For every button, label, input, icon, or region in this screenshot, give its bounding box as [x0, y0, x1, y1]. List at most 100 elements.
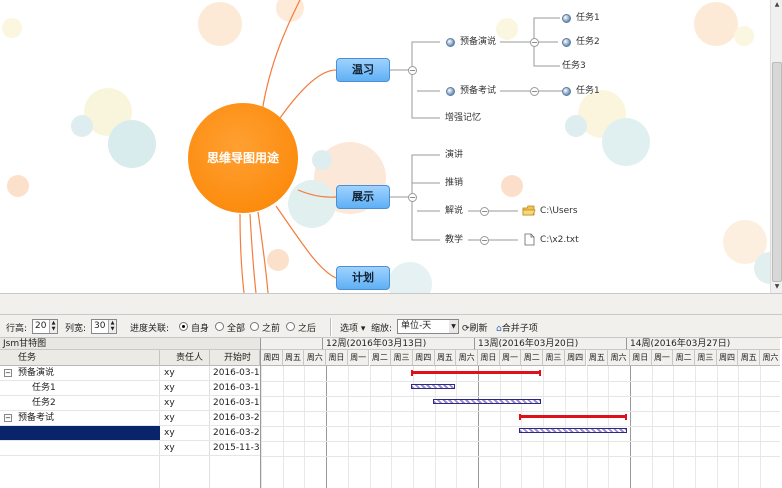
- collapse-toggle-teach[interactable]: −: [480, 236, 489, 245]
- topic-speech[interactable]: 预备演说: [460, 37, 497, 47]
- task-bullet-icon: [446, 87, 455, 96]
- subtopic-task1[interactable]: 任务1: [576, 13, 600, 23]
- collapse-toggle-show[interactable]: −: [408, 193, 417, 202]
- day-header-cell: 周三: [391, 350, 413, 366]
- task-bar-exam-task1[interactable]: [519, 428, 627, 433]
- task-cell: 预备演说: [18, 368, 55, 378]
- branch-node-plan[interactable]: 计划: [336, 266, 390, 290]
- table-row[interactable]: xy 2015-11-30: [0, 441, 265, 456]
- zoom-label: 缩放:: [371, 324, 393, 334]
- radio-self-label: 自身: [191, 324, 210, 334]
- scroll-up-arrow[interactable]: ▲: [774, 1, 780, 8]
- day-header-cell: 周二: [521, 350, 544, 366]
- topic-teach[interactable]: 教学: [445, 235, 464, 245]
- options-menu[interactable]: 选项 ▾: [340, 324, 366, 334]
- summary-bar-exam[interactable]: [519, 414, 627, 420]
- topic-sales[interactable]: 推销: [445, 178, 464, 188]
- spinner-arrows-icon[interactable]: ▲▼: [108, 320, 116, 333]
- start-cell: 2016-03-21: [213, 413, 266, 423]
- task-cell: 任务1: [32, 383, 56, 393]
- table-row-selected[interactable]: 任务1 xy 2016-03-2: [0, 426, 260, 441]
- week-header-empty: [261, 338, 323, 350]
- mindmap-connectors: [2, 0, 770, 293]
- zoom-select[interactable]: 单位-天 ▼: [397, 319, 459, 334]
- mindmap-root-node[interactable]: 思维导图用途: [188, 103, 298, 213]
- day-header-cell: 周六: [304, 350, 327, 366]
- options-label: 选项: [340, 324, 359, 334]
- spinner-arrows-icon[interactable]: ▲▼: [49, 320, 57, 333]
- day-gridline: [347, 366, 349, 488]
- topic-memory[interactable]: 增强记忆: [445, 113, 482, 123]
- day-gridline: [499, 366, 501, 488]
- background-bubbles: [2, 0, 770, 293]
- collapse-toggle-review[interactable]: −: [408, 66, 417, 75]
- refresh-button[interactable]: ⟳刷新: [462, 321, 488, 334]
- subtopic-task3[interactable]: 任务3: [562, 61, 586, 71]
- refresh-icon: ⟳: [462, 324, 470, 334]
- attachment-path-users[interactable]: C:\Users: [540, 206, 578, 216]
- toolbar-separator: [330, 318, 332, 336]
- col-width-spinner[interactable]: 30▲▼: [91, 319, 117, 334]
- summary-bar-speech[interactable]: [411, 370, 541, 376]
- column-header-owner[interactable]: 责任人: [160, 350, 210, 366]
- day-header-cell: 周五: [282, 350, 305, 366]
- scroll-down-arrow[interactable]: ▼: [774, 283, 780, 290]
- collapse-toggle-speech[interactable]: −: [530, 38, 539, 47]
- day-header-cell: 周四: [564, 350, 587, 366]
- column-header-start[interactable]: 开始时: [210, 350, 260, 366]
- day-header-cell: 周三: [543, 350, 565, 366]
- attachment-path-txt[interactable]: C:\x2.txt: [540, 235, 579, 245]
- gantt-chart[interactable]: 12周(2016年03月13日) 13周(2016年03月20日) 14周(20…: [260, 338, 780, 488]
- owner-cell: xy: [164, 413, 175, 423]
- day-gridline: [434, 366, 436, 488]
- day-gridline: [543, 366, 545, 488]
- task-bar-speech-task2[interactable]: [433, 399, 541, 404]
- owner-cell: xy: [164, 398, 175, 408]
- topic-explain[interactable]: 解说: [445, 206, 464, 216]
- branch-node-review[interactable]: 温习: [336, 58, 390, 82]
- subtopic-task2[interactable]: 任务2: [576, 37, 600, 47]
- zoom-value: 单位-天: [401, 321, 432, 331]
- mindmap-canvas[interactable]: 思维导图用途 温习 展示 计划 − − − − − − 预备演说 预备考试 增强…: [0, 0, 770, 293]
- radio-after[interactable]: [286, 322, 295, 331]
- radio-before[interactable]: [250, 322, 259, 331]
- row-height-spinner[interactable]: 20▲▼: [32, 319, 58, 334]
- table-row[interactable]: − 预备考试 xy 2016-03-21: [0, 411, 265, 426]
- refresh-label: 刷新: [469, 324, 488, 334]
- topic-exam[interactable]: 预备考试: [460, 86, 497, 96]
- task-bar-speech-task1[interactable]: [411, 384, 455, 389]
- collapse-toggle-explain[interactable]: −: [480, 207, 489, 216]
- column-header-task[interactable]: 任务: [0, 350, 160, 366]
- day-gridline: [608, 366, 610, 488]
- topic-lecture[interactable]: 演讲: [445, 150, 464, 160]
- merge-children-button[interactable]: ⌂合并子项: [496, 321, 538, 334]
- subtopic-exam-task1[interactable]: 任务1: [576, 86, 600, 96]
- start-cell: 2016-03-17: [213, 383, 266, 393]
- branch-connectors: [390, 17, 570, 241]
- radio-all[interactable]: [215, 322, 224, 331]
- day-gridline: [564, 366, 566, 488]
- collapse-toggle-exam[interactable]: −: [530, 87, 539, 96]
- day-gridline: [586, 366, 588, 488]
- day-header-cell: 周一: [347, 350, 370, 366]
- chevron-down-icon[interactable]: ▼: [449, 320, 458, 333]
- table-row[interactable]: 任务2 xy 2016-03-18: [0, 396, 265, 411]
- scroll-thumb[interactable]: [772, 62, 782, 282]
- day-header-cell: 周三: [695, 350, 717, 366]
- day-header-cell: 周一: [651, 350, 674, 366]
- splitter[interactable]: [0, 293, 782, 314]
- branch-node-show[interactable]: 展示: [336, 185, 390, 209]
- collapse-toggle[interactable]: −: [4, 369, 12, 377]
- start-cell: 2016-03-18: [213, 398, 266, 408]
- table-row[interactable]: − 预备演说 xy 2016-03-17: [0, 366, 265, 381]
- table-row[interactable]: 任务1 xy 2016-03-17: [0, 381, 265, 396]
- collapse-toggle[interactable]: −: [4, 414, 12, 422]
- radio-self[interactable]: [179, 322, 188, 331]
- task-bullet-icon: [446, 38, 455, 47]
- mindmap-scrollbar[interactable]: ▲ ▼: [770, 0, 782, 293]
- start-cell: 2016-03-2: [213, 428, 260, 438]
- row-height-label: 行高:: [6, 324, 28, 334]
- owner-cell: xy: [164, 368, 175, 378]
- row-line: [261, 381, 780, 382]
- day-header-cell: 周二: [673, 350, 695, 366]
